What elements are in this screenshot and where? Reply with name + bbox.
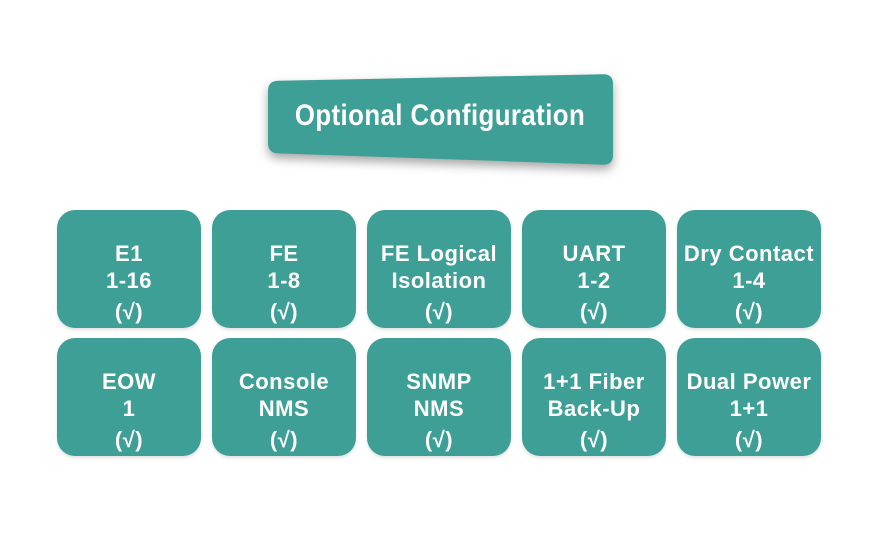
option-label: E1 xyxy=(115,241,143,266)
option-label: Back-Up xyxy=(547,396,641,421)
check-mark: (√) xyxy=(734,427,764,452)
option-label: Dual Power xyxy=(686,369,812,394)
option-label: 1-16 xyxy=(105,268,153,293)
option-label: UART xyxy=(562,241,626,266)
check-mark: (√) xyxy=(269,427,299,452)
option-label: 1+1 xyxy=(729,396,769,421)
check-mark: (√) xyxy=(269,299,299,324)
option-label: 1-4 xyxy=(732,268,766,293)
banner-title: Optional Configuration xyxy=(294,99,586,132)
option-label: 1-2 xyxy=(577,268,611,293)
check-mark: (√) xyxy=(424,427,454,452)
banner-ribbon-shape xyxy=(268,74,613,165)
option-label: Isolation xyxy=(391,268,487,293)
option-label: NMS xyxy=(258,396,310,421)
option-label: SNMP xyxy=(406,369,472,394)
option-label: 1-8 xyxy=(267,268,301,293)
option-label: EOW xyxy=(101,369,157,394)
check-mark: (√) xyxy=(734,299,764,324)
option-label: Console xyxy=(238,369,330,394)
check-mark: (√) xyxy=(579,299,609,324)
check-mark: (√) xyxy=(579,427,609,452)
option-label: FE xyxy=(269,241,299,266)
option-label: 1+1 Fiber xyxy=(543,369,645,394)
check-mark: (√) xyxy=(114,299,144,324)
option-label: FE Logical xyxy=(380,241,498,266)
check-mark: (√) xyxy=(424,299,454,324)
option-label: 1 xyxy=(122,396,136,421)
check-mark: (√) xyxy=(114,427,144,452)
option-label: NMS xyxy=(413,396,465,421)
banner-ribbon-path xyxy=(268,74,613,165)
option-label: Dry Contact xyxy=(683,241,815,266)
